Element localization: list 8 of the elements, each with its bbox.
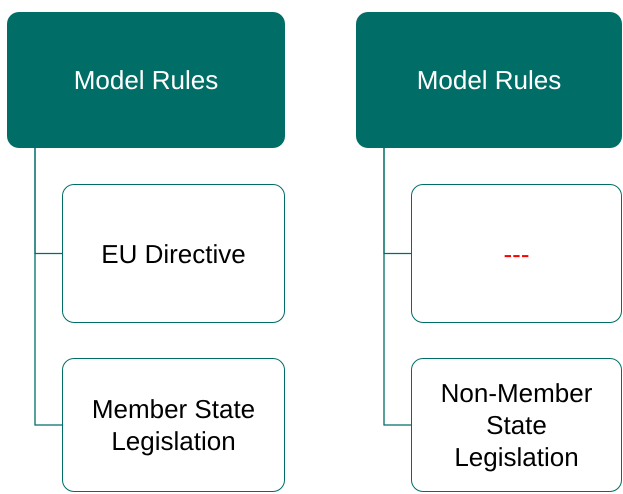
header-box: Model Rules <box>7 12 285 148</box>
connector-line <box>383 148 411 426</box>
content-box: EU Directive <box>62 184 285 323</box>
content-box: Non-Member State Legislation <box>411 358 622 492</box>
connector-line <box>34 148 62 426</box>
content-box: --- <box>411 184 622 323</box>
header-box: Model Rules <box>356 12 622 148</box>
content-box: Member State Legislation <box>62 358 285 492</box>
